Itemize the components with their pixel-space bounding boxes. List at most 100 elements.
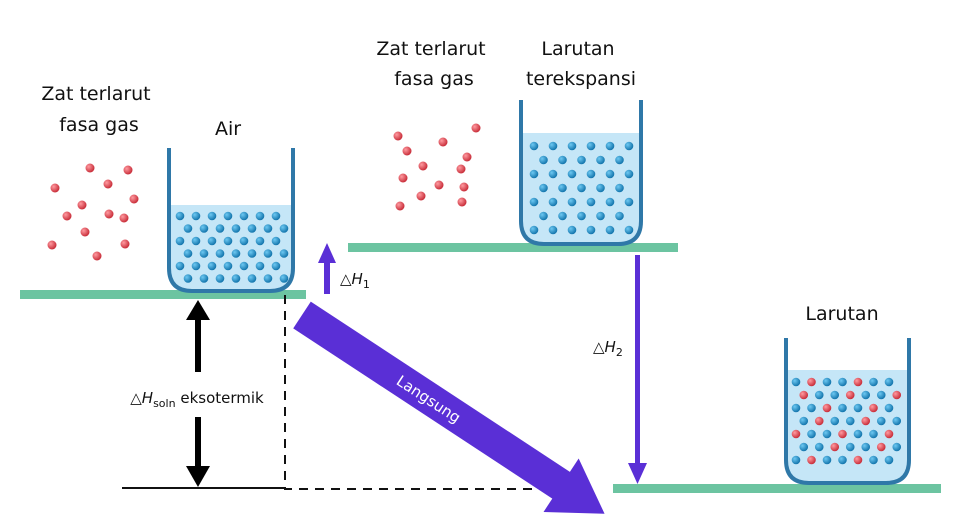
solvent-particle (271, 211, 281, 221)
solvent-particle (884, 455, 894, 465)
solute-particle (104, 209, 114, 219)
solvent-particle (247, 224, 257, 233)
beaker-expanded-solution (519, 100, 643, 246)
solvent-particle (577, 211, 586, 221)
solvent-particle (191, 261, 201, 271)
solvent-particle (231, 224, 241, 233)
solvent-particle (861, 390, 871, 400)
beaker-water (167, 148, 295, 293)
solvent-particle (255, 261, 265, 271)
solute-particle (807, 377, 816, 387)
solvent-particle (255, 211, 265, 221)
solute-particle (119, 213, 129, 223)
solvent-particle (884, 377, 894, 387)
solvent-particle (529, 225, 539, 235)
solvent-particle (247, 274, 257, 283)
solvent-particle (876, 416, 886, 426)
solvent-particle (577, 183, 586, 193)
dh2-arrow (628, 255, 647, 484)
solute-particle (123, 165, 133, 175)
solute-particle (861, 416, 871, 426)
solvent-particle (529, 141, 539, 151)
solvent-particle (207, 211, 217, 221)
solvent-particle (586, 141, 596, 151)
solvent-particle (892, 442, 902, 452)
solvent-particle (199, 224, 209, 233)
solvent-particle (247, 249, 257, 258)
solvent-particle (596, 183, 605, 193)
solvent-particle (853, 429, 863, 439)
solvent-particle (539, 211, 548, 221)
solvent-particle (239, 236, 249, 246)
solvent-particle (869, 429, 878, 439)
solvent-particle (539, 155, 548, 165)
solvent-particle (830, 390, 840, 400)
gas-solute-label-left: Zat terlarut fasa gas (41, 83, 156, 136)
solvent-particle (271, 236, 281, 246)
solute-particle (471, 123, 481, 133)
solute-particle (438, 137, 448, 147)
solvent-particle (586, 197, 596, 207)
solvent-particle (577, 155, 586, 165)
solute-particle (402, 146, 412, 156)
solvent-particle (838, 377, 847, 387)
solvent-particle (279, 274, 289, 283)
solute-particle (395, 201, 405, 211)
solvent-particle (529, 169, 539, 179)
solvent-particle (869, 455, 878, 465)
solvent-particle (830, 416, 840, 426)
solvent-particle (586, 225, 596, 235)
solute-particle (838, 429, 847, 439)
solvent-particle (215, 249, 225, 258)
solute-particle (50, 183, 60, 193)
solvent-particle (191, 211, 201, 221)
solvent-particle (239, 211, 249, 221)
solvent-particle (884, 403, 894, 413)
solvent-particle (814, 390, 824, 400)
solvent-particle (175, 236, 185, 246)
solvent-particle (615, 211, 624, 221)
solvent-particle (558, 155, 567, 165)
solvent-particle (838, 403, 847, 413)
solvent-particle (822, 429, 832, 439)
solution-label: Larutan (805, 303, 878, 325)
solvent-particles (175, 211, 289, 283)
level-final (613, 484, 941, 493)
solvent-particle (183, 249, 193, 258)
solute-particle (799, 390, 809, 400)
solute-particle (822, 403, 832, 413)
dh-soln-label: △Hsoln eksotermik (130, 389, 264, 410)
water-label: Air (215, 118, 241, 140)
solvent-particle (838, 455, 847, 465)
solute-particle (876, 442, 886, 452)
gas-solute-particles-left (47, 163, 139, 261)
solvent-particle (876, 390, 886, 400)
solvent-particle (223, 236, 233, 246)
solvent-particle (279, 224, 289, 233)
solvent-particle (845, 442, 855, 452)
solvent-particle (892, 416, 902, 426)
solute-particle (462, 152, 472, 162)
solute-particle (77, 200, 87, 210)
solvent-particle (791, 455, 801, 465)
solvent-particle (814, 442, 824, 452)
solvent-particle (548, 169, 558, 179)
solute-particle (459, 182, 469, 192)
solvent-particle (624, 169, 634, 179)
solvent-particle (624, 197, 634, 207)
solvent-particle (567, 197, 577, 207)
solvent-particle (615, 183, 624, 193)
solvent-particle (231, 274, 241, 283)
solvent-particle (539, 183, 548, 193)
expanded-solution-label: Larutan terekspansi (526, 38, 636, 90)
solvent-particle (605, 225, 615, 235)
solvent-particle (263, 224, 273, 233)
solute-particle (892, 390, 902, 400)
solvent-particle (263, 274, 273, 283)
solvent-particle (586, 169, 596, 179)
solvent-particle (548, 141, 558, 151)
solvent-particle (791, 377, 801, 387)
solvent-particle (207, 236, 217, 246)
solute-particle (92, 251, 102, 261)
